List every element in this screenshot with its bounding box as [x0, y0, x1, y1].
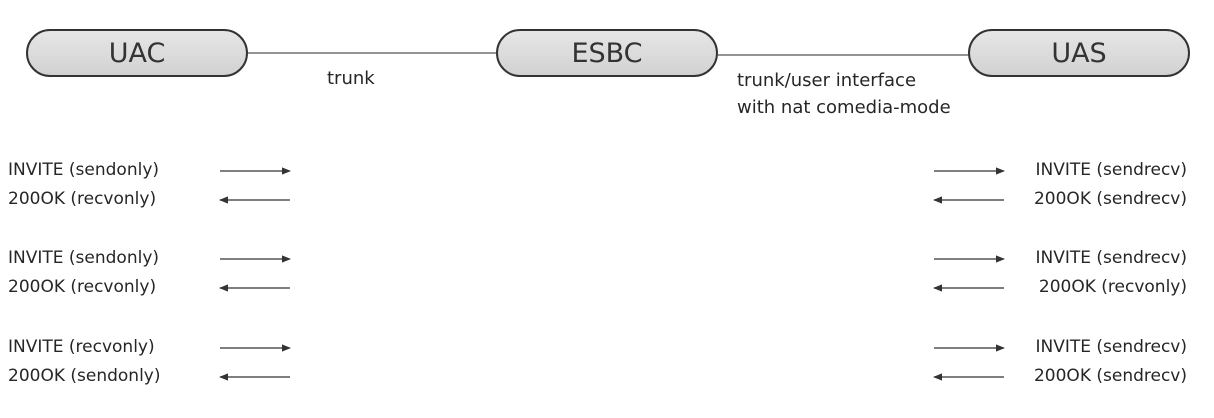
flow-2-right-200ok: 200OK (recvonly) [1038, 277, 1187, 297]
flow-3-right-200ok: 200OK (sendrecv) [1033, 366, 1187, 386]
flow-3-left-invite: INVITE (recvonly) [8, 337, 155, 357]
node-uas: UAS [968, 29, 1190, 77]
node-esbc: ESBC [496, 29, 718, 77]
link-label-trunk: trunk [327, 68, 375, 89]
link-label-interface-line1: trunk/user interface [737, 70, 917, 91]
flow-2-left-200ok: 200OK (recvonly) [8, 277, 157, 297]
flow-1-left-200ok: 200OK (recvonly) [8, 189, 157, 209]
flow-1-right-invite: INVITE (sendrecv) [1035, 160, 1187, 180]
flow-2-left-invite: INVITE (sendonly) [8, 248, 160, 268]
node-uac: UAC [26, 29, 248, 77]
flow-1-right-200ok: 200OK (sendrecv) [1033, 189, 1187, 209]
link-label-interface-line2: with nat comedia-mode [737, 97, 951, 118]
flow-2-right-invite: INVITE (sendrecv) [1035, 248, 1187, 268]
flow-3-left-200ok: 200OK (sendonly) [8, 366, 161, 386]
flow-3-right-invite: INVITE (sendrecv) [1035, 337, 1187, 357]
flow-1-left-invite: INVITE (sendonly) [8, 160, 160, 180]
